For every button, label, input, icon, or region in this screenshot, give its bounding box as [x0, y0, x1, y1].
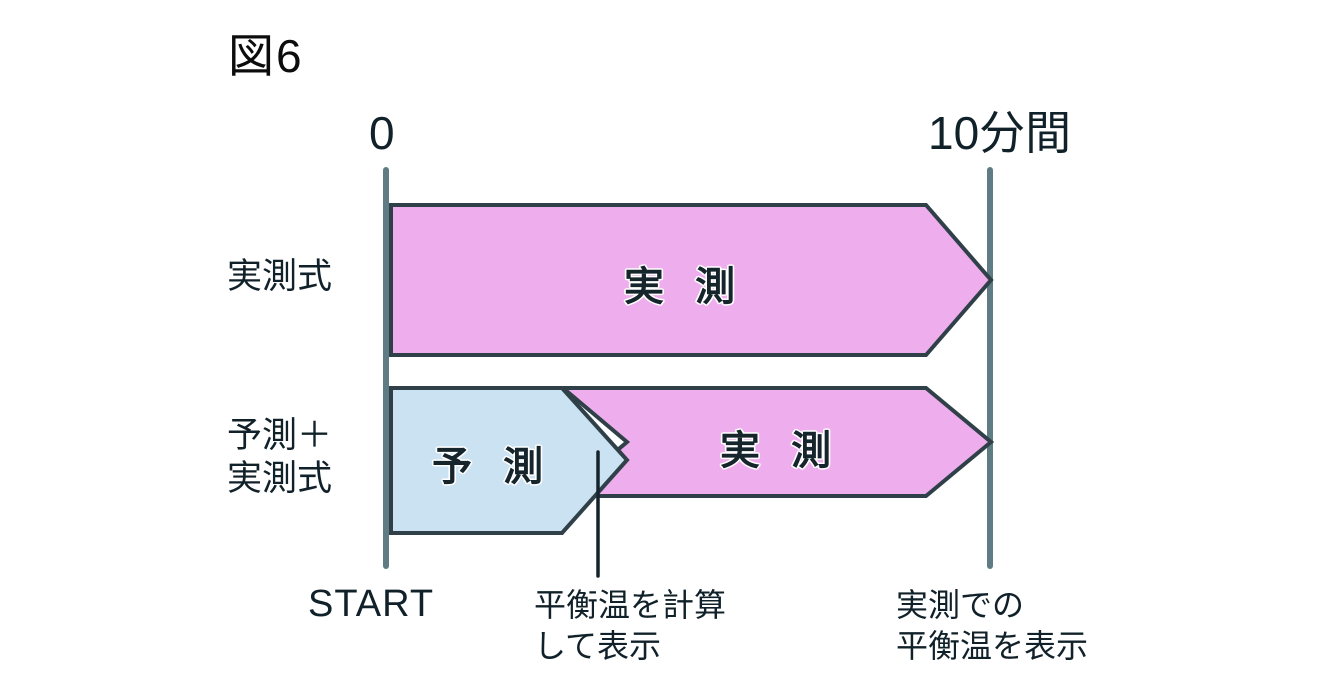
caption-middle: 平衡温を計算 して表示: [534, 585, 726, 667]
caption-start: START: [308, 583, 435, 625]
row-label-predicted-plus-measured: 予測＋ 実測式: [227, 415, 332, 500]
row-label-line-2: 実測式: [226, 458, 332, 498]
measured-arrow-row1-label: 実 測: [624, 265, 746, 309]
caption-middle-line-2: して表示: [534, 627, 662, 664]
axis-start-label: 0: [369, 107, 395, 159]
measured-arrow-row1: [389, 203, 994, 357]
measured-arrow-row2: [557, 386, 995, 498]
predicted-arrow: [389, 386, 630, 535]
figure-title: 図6: [228, 30, 304, 82]
row-label-line-1: 予測＋: [226, 416, 332, 455]
axis-end-label: 10分間: [928, 107, 1072, 159]
measured-arrow-row2-label: 実 測: [720, 429, 842, 473]
caption-right: 実測での 平衡温を表示: [896, 585, 1088, 667]
caption-right-line-2: 平衡温を表示: [896, 627, 1089, 664]
predicted-arrow-label: 予 測: [432, 445, 554, 489]
row-label-measured: 実測式: [226, 257, 332, 296]
caption-right-line-1: 実測での: [896, 587, 1025, 623]
caption-middle-line-1: 平衡温を計算: [534, 587, 727, 623]
